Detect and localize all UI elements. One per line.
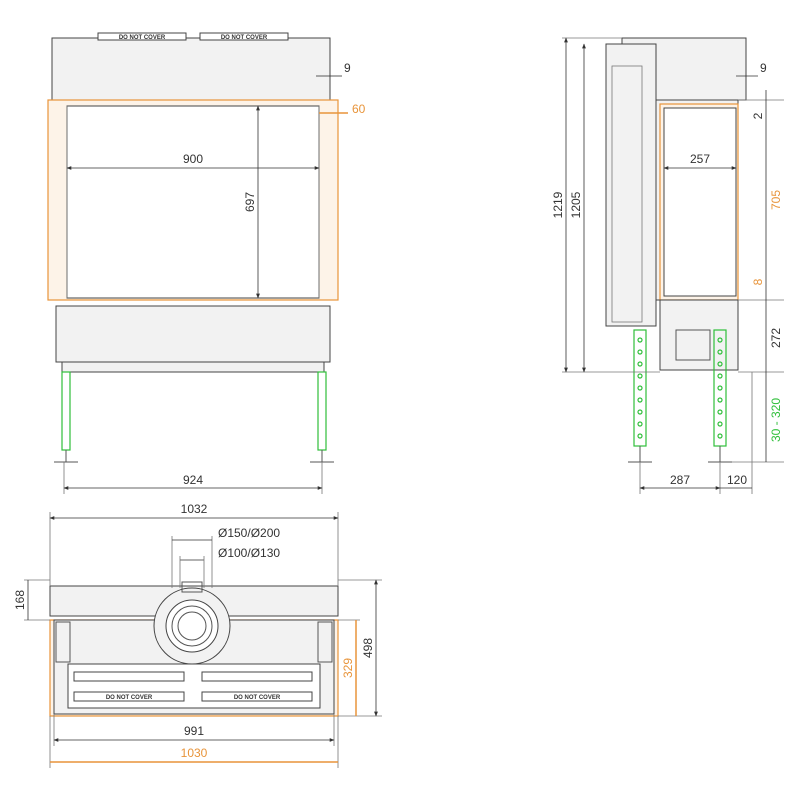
dim-total-height: 1219 xyxy=(551,191,565,218)
front-top-box xyxy=(51,37,331,101)
dim-side-top-offset: 9 xyxy=(760,61,767,75)
front-base-plinth xyxy=(61,361,325,373)
top-view: DO NOT COVER DO NOT COVER 1032 Ø150/Ø200… xyxy=(13,502,382,768)
dim-opening-height: 697 xyxy=(243,192,257,212)
dim-frame: 60 xyxy=(352,102,366,116)
dim-leg-offset: 120 xyxy=(727,473,747,487)
dim-base-height: 272 xyxy=(769,328,783,348)
dim-opening-width: 900 xyxy=(183,152,203,166)
dim-body-height: 1205 xyxy=(569,191,583,218)
front-base xyxy=(55,305,331,363)
top-vent-slot-4 xyxy=(201,691,313,702)
dim-flue-inner: Ø100/Ø130 xyxy=(218,546,280,560)
dim-feet-width: 924 xyxy=(183,473,203,487)
dim-flue-outer: Ø150/Ø200 xyxy=(218,526,280,540)
dim-side-small: 2 xyxy=(751,112,765,119)
front-vent-slot-left xyxy=(97,32,187,41)
dim-glass-height: 705 xyxy=(769,190,783,210)
flue-outlet xyxy=(153,581,231,665)
front-view: DO NOT COVER DO NOT COVER 900 697 xyxy=(47,32,366,494)
side-view: 1219 1205 9 2 705 8 272 30 - 320 257 287… xyxy=(551,37,784,494)
dim-total-depth: 498 xyxy=(361,638,375,658)
side-base xyxy=(659,299,739,371)
front-do-not-cover-label-right: DO NOT COVER xyxy=(221,35,268,41)
dim-top-depth: 168 xyxy=(13,590,27,610)
dim-frame-width: 1030 xyxy=(181,746,208,760)
top-do-not-cover-label-right: DO NOT COVER xyxy=(234,695,281,701)
dim-top-total-width: 1032 xyxy=(181,502,208,516)
top-vent-slot-1 xyxy=(73,671,185,682)
top-do-not-cover-label-left: DO NOT COVER xyxy=(106,695,153,701)
dim-front-top-offset: 9 xyxy=(344,61,351,75)
dim-depth: 257 xyxy=(690,152,710,166)
top-vent-slot-3 xyxy=(73,691,185,702)
dim-bottom-gap: 8 xyxy=(751,278,765,285)
front-do-not-cover-label-left: DO NOT COVER xyxy=(119,35,166,41)
front-legs xyxy=(54,371,334,463)
dim-inner-width: 991 xyxy=(184,724,204,738)
dim-leg-spacing: 287 xyxy=(670,473,690,487)
dim-frame-depth: 329 xyxy=(341,658,355,678)
top-vent-slot-2 xyxy=(201,671,313,682)
side-legs xyxy=(628,329,732,463)
side-back-panel xyxy=(605,43,657,327)
front-glass-opening xyxy=(66,105,320,299)
dim-leg-range: 30 - 320 xyxy=(769,398,783,442)
front-vent-slot-right xyxy=(199,32,289,41)
